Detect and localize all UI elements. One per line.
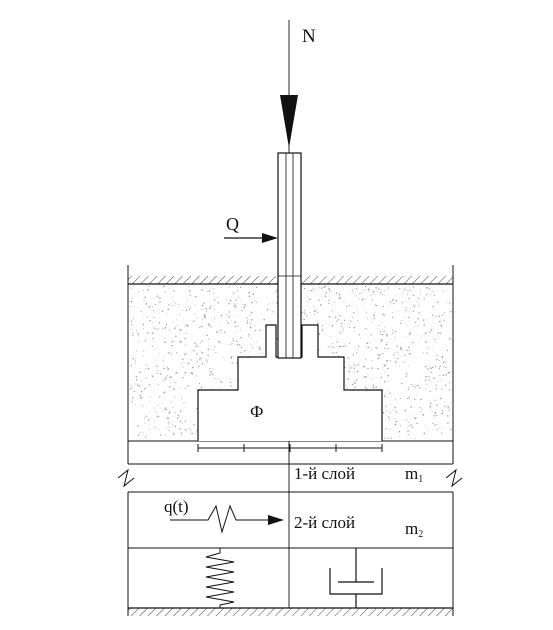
left-break-mark [117, 468, 135, 488]
load-signal [170, 504, 270, 534]
load-arrow-icon [268, 515, 284, 525]
axial-force-label: N [302, 26, 316, 47]
layer1-label: 1-й слой [294, 464, 355, 483]
damper-icon [329, 548, 383, 608]
layer1-mass-label: m1 [405, 464, 423, 485]
load-label: q(t) [164, 497, 189, 516]
base-ticks [197, 444, 383, 452]
right-break-mark [445, 468, 463, 488]
layer2-label: 2-й слой [294, 513, 355, 532]
axial-force-arrow-icon [280, 95, 298, 148]
foundation-label: Ф [250, 402, 263, 421]
lateral-force-label: Q [226, 214, 239, 234]
bedrock-hatch [128, 608, 453, 616]
layer2-mass-label: m2 [405, 519, 423, 540]
lateral-force-arrow-icon [262, 233, 278, 243]
column [277, 152, 302, 359]
spring-icon [205, 548, 235, 608]
